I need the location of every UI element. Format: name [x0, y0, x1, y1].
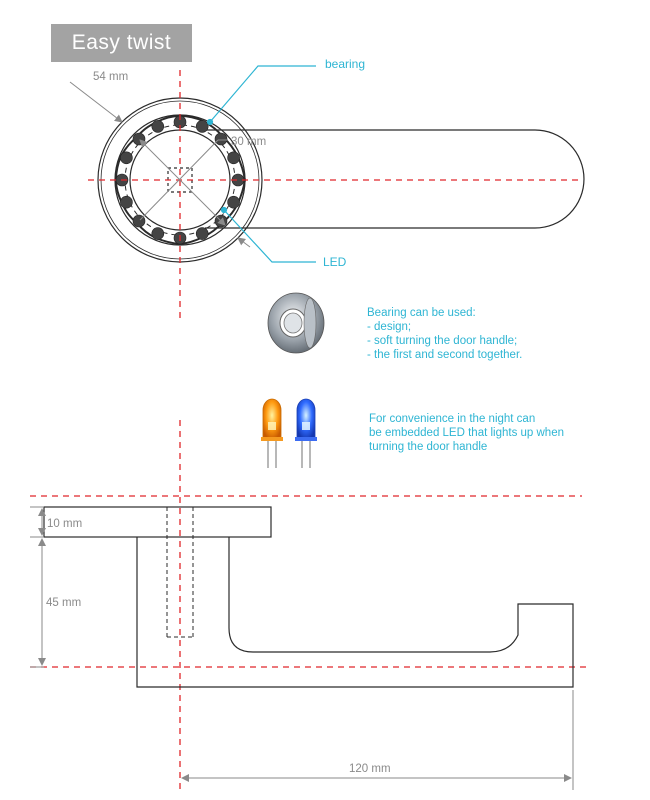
bearing-note-line: - the first and second together. [367, 349, 523, 361]
bearing-ball [227, 151, 240, 165]
bearing-note-line: - design; [367, 321, 412, 333]
bearing-balls [115, 115, 245, 245]
title-text: Easy twist [71, 31, 172, 54]
title-badge: Easy twist [51, 24, 192, 62]
bearing-ball [151, 227, 165, 240]
dim-120-label: 120 mm [349, 763, 391, 775]
bearing-illustration [267, 292, 325, 354]
bearing-callout [206, 65, 316, 126]
dim-54 [69, 81, 251, 248]
dim-45-label: 45 mm [46, 597, 81, 609]
bearing-ball [151, 120, 165, 133]
led-callout [220, 206, 316, 263]
led-label: LED [323, 255, 347, 269]
dim-30-label: 30 mm [231, 136, 266, 148]
bearing-ball [195, 120, 209, 133]
dim-10-label: 10 mm [47, 518, 82, 530]
bearing-note-line: Bearing can be used: [367, 307, 476, 319]
bearing-label: bearing [325, 57, 365, 71]
bearing-ball [195, 227, 209, 240]
bearing-ball [214, 132, 228, 146]
led-blue-icon [295, 398, 317, 468]
dim-54-label: 54 mm [93, 71, 128, 83]
bearing-note-line: - soft turning the door handle; [367, 335, 518, 347]
bearing-note: Bearing can be used: - design; - soft tu… [367, 306, 522, 362]
led-note-line: For convenience in the night can [369, 413, 536, 425]
bearing-ball [120, 151, 133, 165]
led-note-line: turning the door handle [369, 441, 488, 453]
dim-30 [139, 139, 228, 226]
lever-outline [205, 129, 585, 229]
bearing-ball [227, 195, 240, 209]
led-note-line: be embedded LED that lights up when [369, 427, 564, 439]
dim-10 [30, 506, 46, 538]
dim-45 [30, 538, 46, 668]
lever-profile [136, 537, 574, 688]
dim-120 [181, 690, 574, 790]
bearing-ball [120, 195, 133, 209]
led-note: For convenience in the night can be embe… [369, 412, 564, 454]
led-orange-icon [261, 398, 283, 468]
side-view [43, 506, 574, 688]
